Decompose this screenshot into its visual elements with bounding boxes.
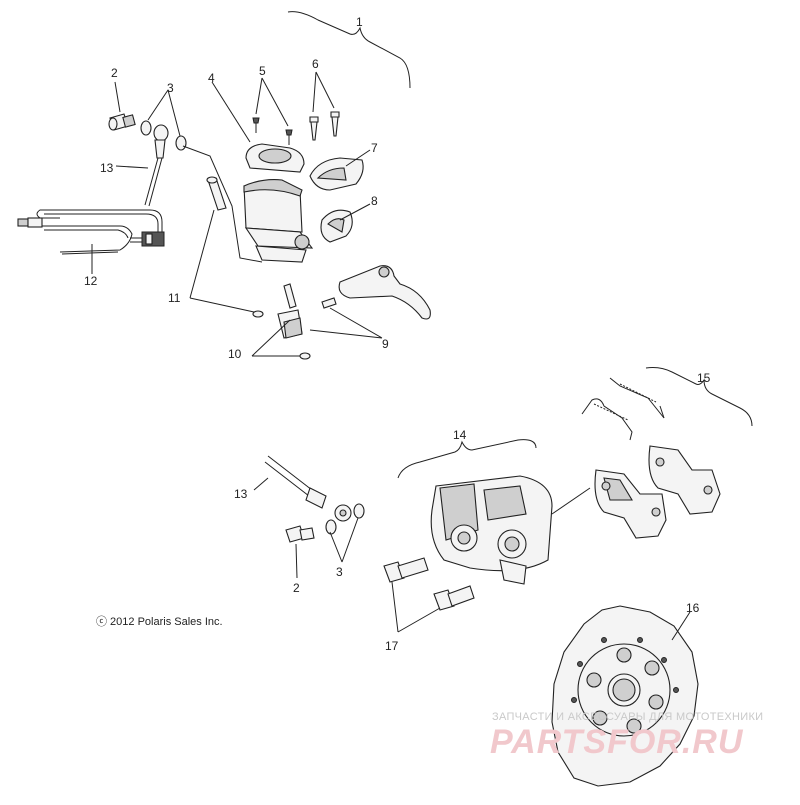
brake-switch-harness [17, 209, 165, 255]
banjo-bolt-top [108, 113, 136, 131]
lever-bracket [320, 209, 353, 243]
caliper-bolts [383, 557, 475, 611]
callout-numbers: 1 2 3 4 5 6 7 8 9 10 11 12 13 13 14 15 1… [84, 15, 711, 653]
clamp-bolts [309, 111, 340, 141]
callout-13-bottom: 13 [234, 487, 248, 501]
brake-pads [594, 445, 721, 539]
pad-springs [581, 377, 665, 441]
callout-12: 12 [84, 274, 98, 288]
lever-nut [299, 352, 311, 360]
handlebar-clamp [309, 157, 364, 191]
callout-15: 15 [697, 371, 711, 385]
brake-lever [338, 265, 431, 320]
watermark-tagline: ЗАПЧАСТИ И АКСЕССУАРЫ ДЛЯ МОТОТЕХНИКИ [492, 711, 764, 723]
brake-line-bottom [264, 455, 352, 522]
crush-washer-bottom-1 [325, 519, 337, 535]
callout-9: 9 [382, 337, 389, 351]
callout-17: 17 [385, 639, 399, 653]
brake-line-top [144, 124, 169, 207]
callout-10: 10 [228, 347, 242, 361]
callout-3-bottom: 3 [336, 565, 343, 579]
brace-14 [397, 439, 537, 479]
brake-disc [551, 605, 699, 787]
callout-11: 11 [168, 291, 181, 305]
brake-caliper [430, 475, 591, 585]
callout-13-top: 13 [100, 161, 114, 175]
crush-washer-bottom-2 [353, 503, 365, 519]
callout-1: 1 [356, 15, 363, 29]
reservoir-cover-screws [252, 117, 293, 145]
callout-8: 8 [371, 194, 378, 208]
lever-spring [321, 297, 337, 309]
reservoir-cover [245, 143, 305, 173]
master-cylinder-body [243, 179, 314, 263]
crush-washer-top-1 [140, 120, 152, 136]
callout-16: 16 [686, 601, 700, 615]
brace-1 [287, 11, 411, 89]
brace-15 [645, 367, 753, 427]
leader-lines-upper [91, 71, 383, 357]
callout-2-bottom: 2 [293, 581, 300, 595]
callout-4: 4 [208, 71, 215, 85]
watermark-logo: PARTSFOR.RU [490, 723, 744, 761]
lever-pivot-bolt [277, 283, 303, 339]
callout-14: 14 [453, 428, 467, 442]
copyright-notice: ⓒ 2012 Polaris Sales Inc. [96, 616, 223, 628]
pivot-pin [206, 176, 227, 211]
crush-washer-top-2 [175, 135, 187, 151]
callout-5: 5 [259, 64, 266, 78]
pin-clip [252, 310, 264, 318]
callout-2-top: 2 [111, 66, 118, 80]
callout-3-top: 3 [167, 81, 174, 95]
callout-7: 7 [371, 141, 378, 155]
leader-lines-lower [253, 477, 691, 641]
callout-6: 6 [312, 57, 319, 71]
banjo-bolt-bottom [285, 525, 315, 543]
